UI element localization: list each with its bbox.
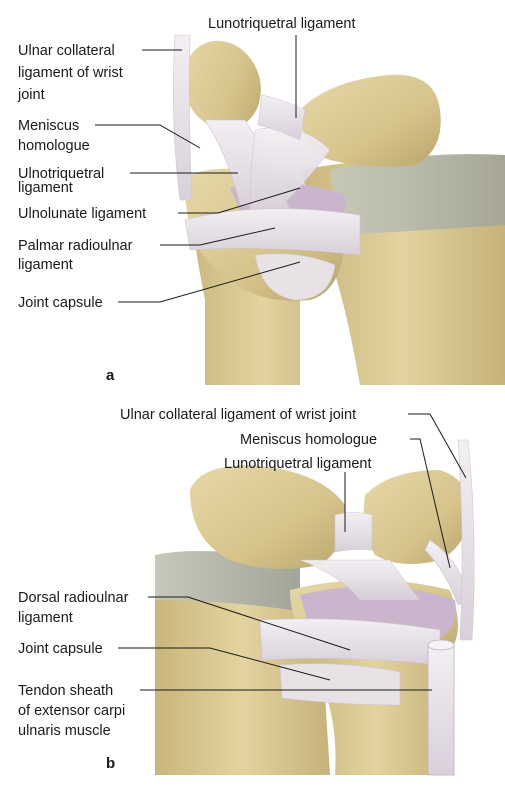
leader-b-dorsal-radioulnar xyxy=(148,596,351,651)
label-b-joint-capsule: Joint capsule xyxy=(18,641,103,657)
leader-a-palmar-radioulnar xyxy=(160,227,276,246)
label-a-joint-capsule: Joint capsule xyxy=(18,295,103,311)
leader-b-meniscus xyxy=(410,438,451,569)
leader-b-ulnar-collateral xyxy=(408,413,467,479)
label-b-tendon-sheath: Tendon sheath of extensor carpi ulnaris … xyxy=(18,683,129,739)
label-a-palmar-radioulnar: Palmar radioulnar ligament xyxy=(18,238,136,273)
leader-a-meniscus xyxy=(95,124,201,149)
panel-a-letter: a xyxy=(106,367,115,384)
panel-b: Ulnar collateral ligament of wrist joint… xyxy=(18,407,475,776)
panel-b-letter: b xyxy=(106,755,115,772)
leader-a-joint-capsule xyxy=(118,261,301,303)
label-b-meniscus: Meniscus homologue xyxy=(240,432,377,448)
label-b-lunotriquetral: Lunotriquetral ligament xyxy=(224,456,372,472)
panel-b-illustration xyxy=(155,439,475,776)
label-a-ulnotriquetral: Ulnotriquetral ligament xyxy=(18,166,108,196)
panel-a-illustration xyxy=(173,34,505,385)
label-b-ulnar-collateral: Ulnar collateral ligament of wrist joint xyxy=(120,407,356,423)
panel-a: Ulnar collateral ligament of wrist joint… xyxy=(17,16,505,385)
leader-b-joint-capsule xyxy=(118,647,331,681)
label-a-ulnar-collateral: Ulnar collateral ligament of wrist joint xyxy=(17,43,127,103)
label-a-meniscus: Meniscus homologue xyxy=(18,118,90,154)
leader-a-ulnolunate xyxy=(178,187,301,214)
label-a-ulnolunate: Ulnolunate ligament xyxy=(18,206,146,222)
label-b-dorsal-radioulnar: Dorsal radioulnar ligament xyxy=(18,590,132,626)
label-a-lunotriquetral: Lunotriquetral ligament xyxy=(208,16,356,32)
